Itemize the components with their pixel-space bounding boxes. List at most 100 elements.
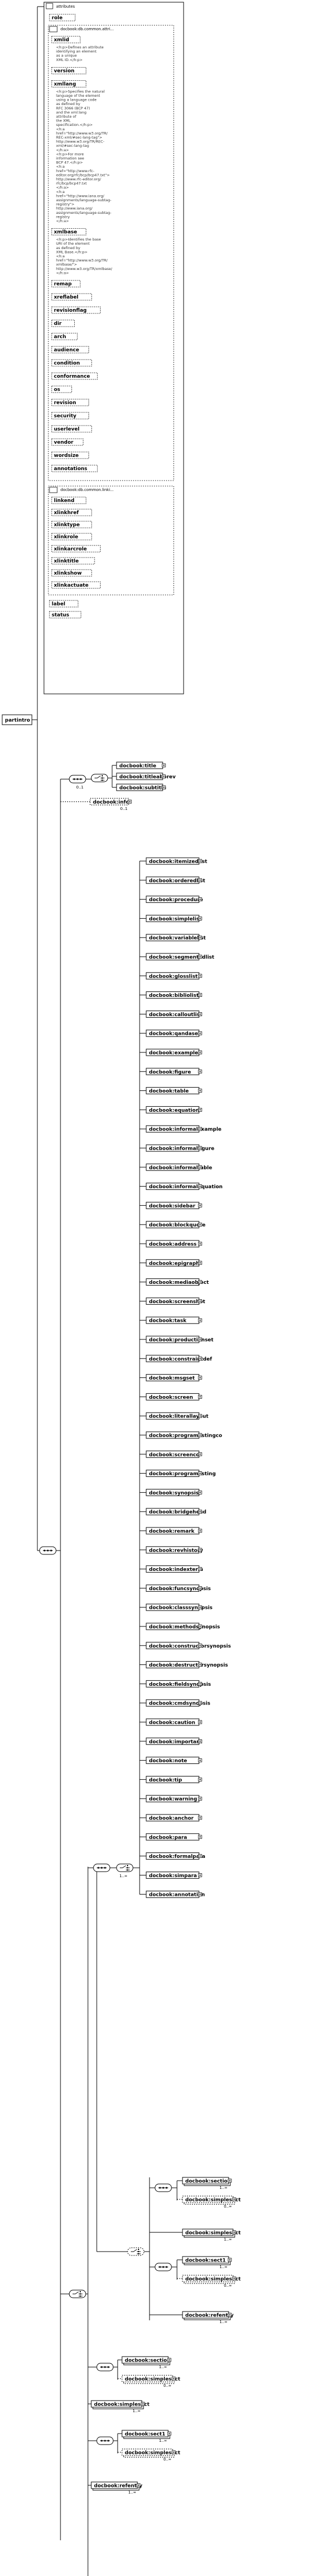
attr-doc-line: <h:p>Identifies the base <box>56 238 101 242</box>
attr-arch-label: arch <box>54 334 66 340</box>
attr-doc-line: href="http://www.w3.org/TR/ <box>56 258 108 263</box>
element-label: docbook:blockquote <box>149 1223 206 1228</box>
attr-doc-line: as defined by <box>56 246 80 250</box>
title-group-occurs: 0..1 <box>76 785 84 790</box>
attr-xlinkactuate <box>51 581 101 589</box>
attr-linkend <box>51 497 86 504</box>
block-element: docbook:informalequation <box>146 1183 223 1190</box>
element-label: docbook:constructorsynopsis <box>149 1643 231 1649</box>
block-element: docbook:calloutlist <box>146 1010 202 1018</box>
attr-doc-line: and the xml:lang <box>56 110 86 114</box>
block-element: docbook:itemizedlist <box>146 857 208 865</box>
element-label: docbook:task <box>149 1319 187 1324</box>
attr-doc-line: href="http://www.rfc- <box>56 169 95 173</box>
attr-doc-line: using a language code <box>56 98 97 102</box>
block-element: docbook:tip <box>146 1775 202 1783</box>
attr-annotations <box>51 465 98 472</box>
element-rect <box>2 714 32 725</box>
choice-dot <box>137 2248 140 2250</box>
choice-dot <box>126 1865 129 1867</box>
attr-doc-line: </h:a> <box>56 219 69 223</box>
block-element: docbook:literallayout <box>146 1412 209 1420</box>
element-label: docbook:bibliolist <box>149 993 199 999</box>
attr-doc-line: XML ID.</h:p> <box>56 58 82 62</box>
attr-version <box>51 67 86 74</box>
element-label: docbook:informalexample <box>149 1127 222 1133</box>
attr-xreflabel <box>51 293 92 301</box>
block-element: docbook:annotation <box>146 1890 205 1898</box>
attr-wordsize <box>51 451 89 459</box>
attr-xmllang <box>51 80 86 87</box>
block-element: docbook:task <box>146 1316 202 1324</box>
block-choice-occurs: 1..∞ <box>119 1874 128 1878</box>
element-label: docbook:warning <box>149 1797 197 1802</box>
sequence-dot <box>43 1549 46 1552</box>
element-label: docbook:programlisting <box>149 1471 216 1477</box>
content-choice <box>69 2290 86 2298</box>
attr-revision-label: revision <box>54 400 76 406</box>
title-choice <box>91 774 108 782</box>
block-element: docbook:example <box>146 1049 202 1056</box>
attr-remap <box>51 280 81 288</box>
element-label: docbook:simplesect <box>185 2277 241 2282</box>
element-label: docbook:table <box>149 1089 189 1094</box>
element-label: docbook:figure <box>149 1069 191 1075</box>
attr-condition <box>51 359 92 367</box>
attr-doc-line: http://www.rfc-editor.org/ <box>56 177 101 181</box>
attr-os <box>51 385 72 393</box>
choice-dot <box>101 779 103 781</box>
simplesect-alone: docbook:simplesect <box>182 2229 241 2238</box>
choice-dot <box>79 2291 81 2293</box>
element-label: docbook:glosslist <box>149 974 198 979</box>
attr-doc-line: </h:a> <box>56 148 69 152</box>
attr-doc-line: href="http://www.w3.org/TR/ <box>56 131 108 135</box>
attr-doc-line: editor.org/rfc/bcp/bcp47.txt"> <box>56 173 110 177</box>
occurrence-label: 1..∞ <box>128 2490 136 2495</box>
element-label: docbook:simplelist <box>149 917 202 922</box>
occurrence-label: 1..∞ <box>224 2237 232 2242</box>
block-element: docbook:important <box>146 1737 203 1745</box>
attr-doc-line: http://www.iana.org/ <box>56 206 93 211</box>
attr-doc-line: as a unique <box>56 53 77 58</box>
block-element: docbook:address <box>146 1240 202 1248</box>
block-element: docbook:bridgehead <box>146 1508 206 1515</box>
sequence-dot <box>101 1867 103 1869</box>
section-element-b: docbook:sect1 <box>121 2430 171 2439</box>
title-group-element: docbook:subtitle <box>116 784 166 791</box>
sequence-dot <box>73 778 75 780</box>
block-element: docbook:simpara <box>146 1871 202 1879</box>
attr-doc-line: xml/#sec-lang-tag <box>56 144 89 148</box>
element-label: docbook:sidebar <box>149 1204 196 1209</box>
block-element: docbook:classsynopsis <box>146 1603 213 1611</box>
sequence-dot <box>165 2266 168 2268</box>
attr-doc-line: the XML <box>56 119 71 123</box>
attr-doc-line: </h:a> <box>56 271 69 275</box>
attr-xmlid-label: xmlid <box>54 37 69 43</box>
attr-arch <box>51 333 78 340</box>
occurrence-label: 1..∞ <box>159 2365 167 2369</box>
element-label: docbook:informalequation <box>149 1184 223 1190</box>
element-label: docbook:informaltable <box>149 1165 212 1171</box>
attr-userlevel-label: userlevel <box>54 427 80 432</box>
element-label: docbook:orderedlist <box>149 878 206 884</box>
attr-annotations-label: annotations <box>54 466 87 472</box>
block-element: docbook:informalexample <box>146 1125 222 1133</box>
element-label: docbook:para <box>149 1835 187 1840</box>
block-element: docbook:warning <box>146 1795 202 1802</box>
element-label: docbook:mediaobject <box>149 1280 209 1286</box>
attr-label <box>49 600 79 608</box>
attr-wordsize-label: wordsize <box>54 453 79 459</box>
attr-doc-line: <h:a <box>56 254 65 258</box>
group-collapse-icon <box>49 487 58 493</box>
attr-doc-line: assignments/language-subtag- <box>56 211 112 215</box>
element-label: docbook:literallayout <box>149 1414 209 1420</box>
attr-doc-line: information see <box>56 156 84 161</box>
attr-label-label: label <box>52 602 65 607</box>
block-element: docbook:glosslist <box>146 972 202 980</box>
sequence-dot <box>101 2366 103 2368</box>
occurrence-label: 0..∞ <box>224 2283 232 2288</box>
element-label: docbook:procedure <box>149 897 203 903</box>
element-label: docbook:informalfigure <box>149 1146 214 1152</box>
element-label: docbook:screen <box>149 1395 193 1400</box>
